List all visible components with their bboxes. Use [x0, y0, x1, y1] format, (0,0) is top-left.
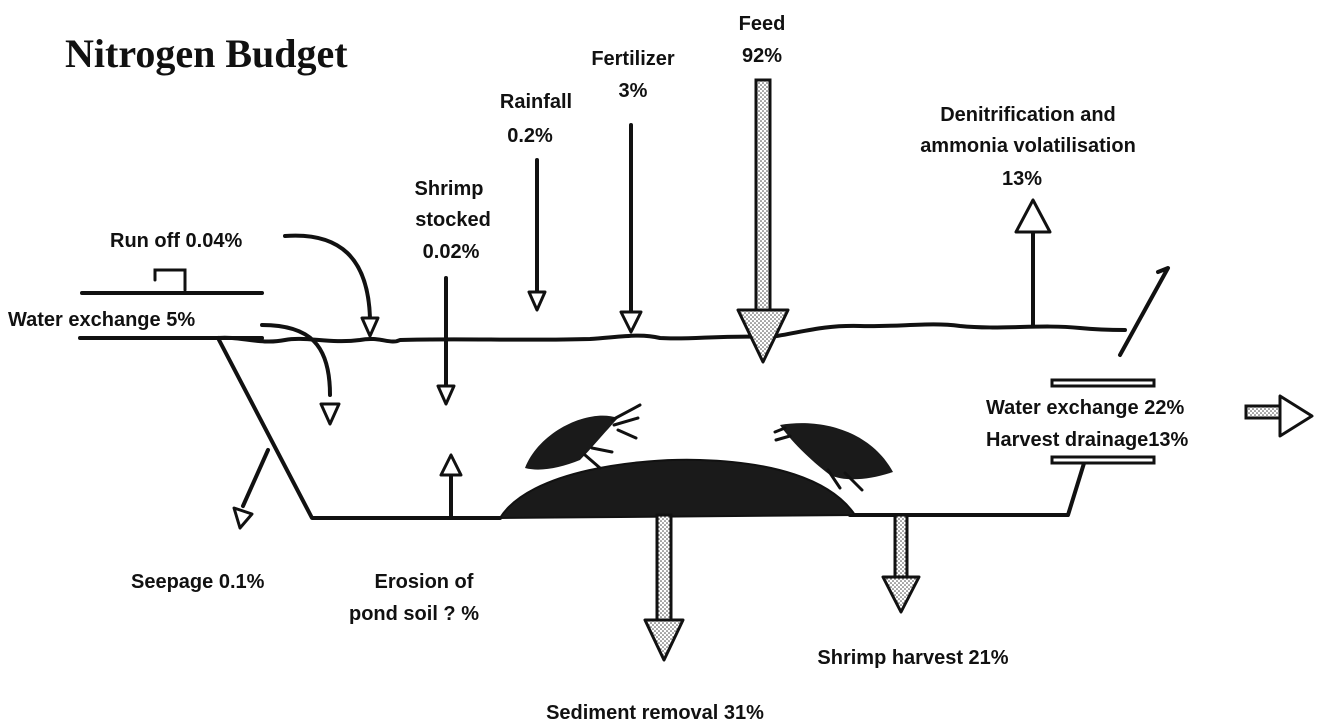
denitrification-value: 13%: [1002, 168, 1042, 190]
rainfall-arrow: [527, 158, 547, 312]
feed-label: Feed: [739, 13, 786, 35]
rainfall-label: Rainfall: [500, 91, 572, 113]
fertilizer-value: 3%: [619, 80, 648, 102]
denitrification-label-line1: Denitrification and: [940, 104, 1116, 126]
erosion-label-line2: pond soil ? %: [349, 603, 479, 625]
fertilizer-arrow: [619, 123, 643, 334]
shrimp-stocked-value: 0.02%: [423, 241, 480, 263]
erosion-arrow: [439, 453, 463, 520]
run-off-arrow: [283, 233, 380, 338]
inlet-pipe: [78, 268, 264, 340]
water-exchange-in-label: Water exchange 5%: [8, 309, 195, 331]
seepage-label: Seepage 0.1%: [131, 571, 265, 593]
shrimp-left-icon: [525, 403, 642, 470]
shrimp-right-icon: [773, 423, 893, 492]
sediment-removal-label: Sediment removal 31%: [546, 702, 764, 724]
water-exchange-out-arrow: [1244, 394, 1314, 438]
sediment-removal-arrow: [643, 513, 685, 662]
water-exchange-in-arrow: [260, 323, 341, 426]
denitrification-arrow: [1014, 198, 1052, 328]
harvest-drainage-label: Harvest drainage13%: [986, 429, 1189, 451]
rainfall-value: 0.2%: [507, 125, 553, 147]
feed-arrow: [736, 78, 790, 364]
water-surface-line: [216, 322, 1127, 344]
shrimp-harvest-arrow: [881, 513, 921, 614]
shrimp-stocked-label-line1: Shrimp: [415, 178, 484, 200]
erosion-label-line1: Erosion of: [375, 571, 474, 593]
shrimp-stocked-label-line2: stocked: [415, 209, 491, 231]
denitrification-label-line2: ammonia volatilisation: [920, 135, 1136, 157]
shrimp-stocked-arrow: [436, 276, 456, 406]
diagram-title: Nitrogen Budget: [65, 31, 348, 76]
run-off-label: Run off 0.04%: [110, 230, 242, 252]
fertilizer-label: Fertilizer: [591, 48, 675, 70]
water-exchange-out-label: Water exchange 22%: [986, 397, 1184, 419]
seepage-arrow: [232, 448, 270, 530]
outlet-bar-top: [1050, 378, 1156, 388]
sediment-mound: [498, 458, 857, 520]
outlet-bar-bottom: [1050, 455, 1156, 465]
feed-value: 92%: [742, 45, 782, 67]
pond-outline: [216, 266, 1170, 520]
shrimp-harvest-label: Shrimp harvest 21%: [817, 647, 1008, 669]
